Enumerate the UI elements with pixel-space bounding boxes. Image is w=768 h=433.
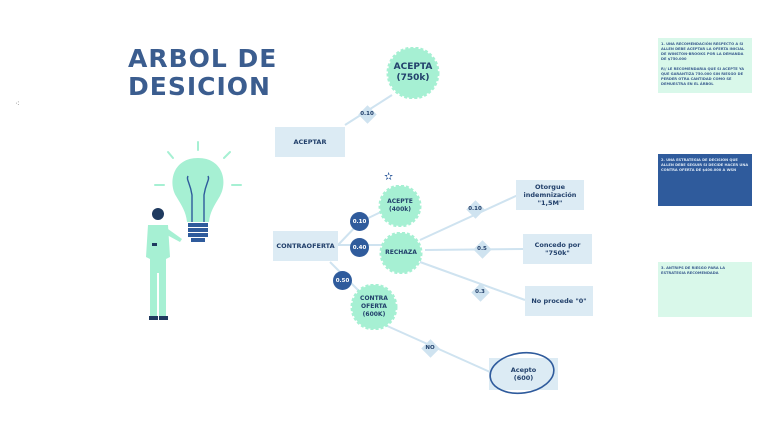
person-icon [146,208,182,320]
prob-otorgue: 0.10 [465,199,485,219]
connector-rechaza-noprocede [419,261,526,301]
node-acepta-750k-label: ACEPTA (750k) [393,62,433,83]
box-concedo-750k: Concedo por "750k" [523,234,592,264]
node-rechaza-label: RECHAZA [385,249,417,256]
note-riesgo: 3. ANTRIPS DE RIESGO PARA LA ESTRATEGIA … [658,262,752,317]
prob-concedo: 0.5 [472,239,492,259]
box-contraoferta: CONTRAOFERTA [273,231,338,261]
node-acepta-750k: ACEPTA (750k) [383,47,443,99]
note-recomendacion-question: 1. UNA RECOMENDACIÓN RESPECTO A SI ALLEN… [661,42,745,61]
prob-aceptar: 0.10 [357,104,377,124]
title-line-2: DESICION [128,72,271,101]
note-estrategia-text: 2. UNA ESTRATEGIA DE DECISION QUE ALLEN … [661,158,749,172]
box-aceptar: ACEPTAR [275,127,345,157]
node-contra-oferta-600k-label: CONTRA OFERTA (600K) [360,295,388,318]
prob-rechaza: 0.40 [350,238,369,257]
note-recomendacion-answer: R// LE RECOMENDARIA QUE SI ACEPTE YA QUE… [661,67,745,86]
loader-icon: ⁖ [15,99,20,108]
prob-acepte: 0.10 [350,212,369,231]
star-icon: ✫ [384,170,394,183]
node-acepte-400k-label: ACEPTE (400k) [387,198,413,213]
note-riesgo-text: 3. ANTRIPS DE RIESGO PARA LA ESTRATEGIA … [661,266,725,275]
prob-contra-oferta: 0.50 [333,271,352,290]
diagram-title: ARBOL DE DESICION [128,45,277,101]
circle-annotation [489,351,555,395]
node-contra-oferta-600k: CONTRA OFERTA (600K) [349,284,399,330]
prob-no-procede: 0.3 [470,282,490,302]
title-line-1: ARBOL DE [128,44,278,73]
prob-no: NO [420,338,440,358]
note-estrategia: 2. UNA ESTRATEGIA DE DECISION QUE ALLEN … [658,154,752,206]
node-acepte-400k: ACEPTE (400k) [376,185,424,227]
note-recomendacion: 1. UNA RECOMENDACIÓN RESPECTO A SI ALLEN… [658,38,752,93]
node-rechaza: RECHAZA [376,232,426,274]
lightbulb-icon [154,141,242,242]
box-otorgue-indemnizacion: Otorgue indemnización "1,5M" [516,180,584,210]
box-no-procede: No procede "0" [525,286,593,316]
